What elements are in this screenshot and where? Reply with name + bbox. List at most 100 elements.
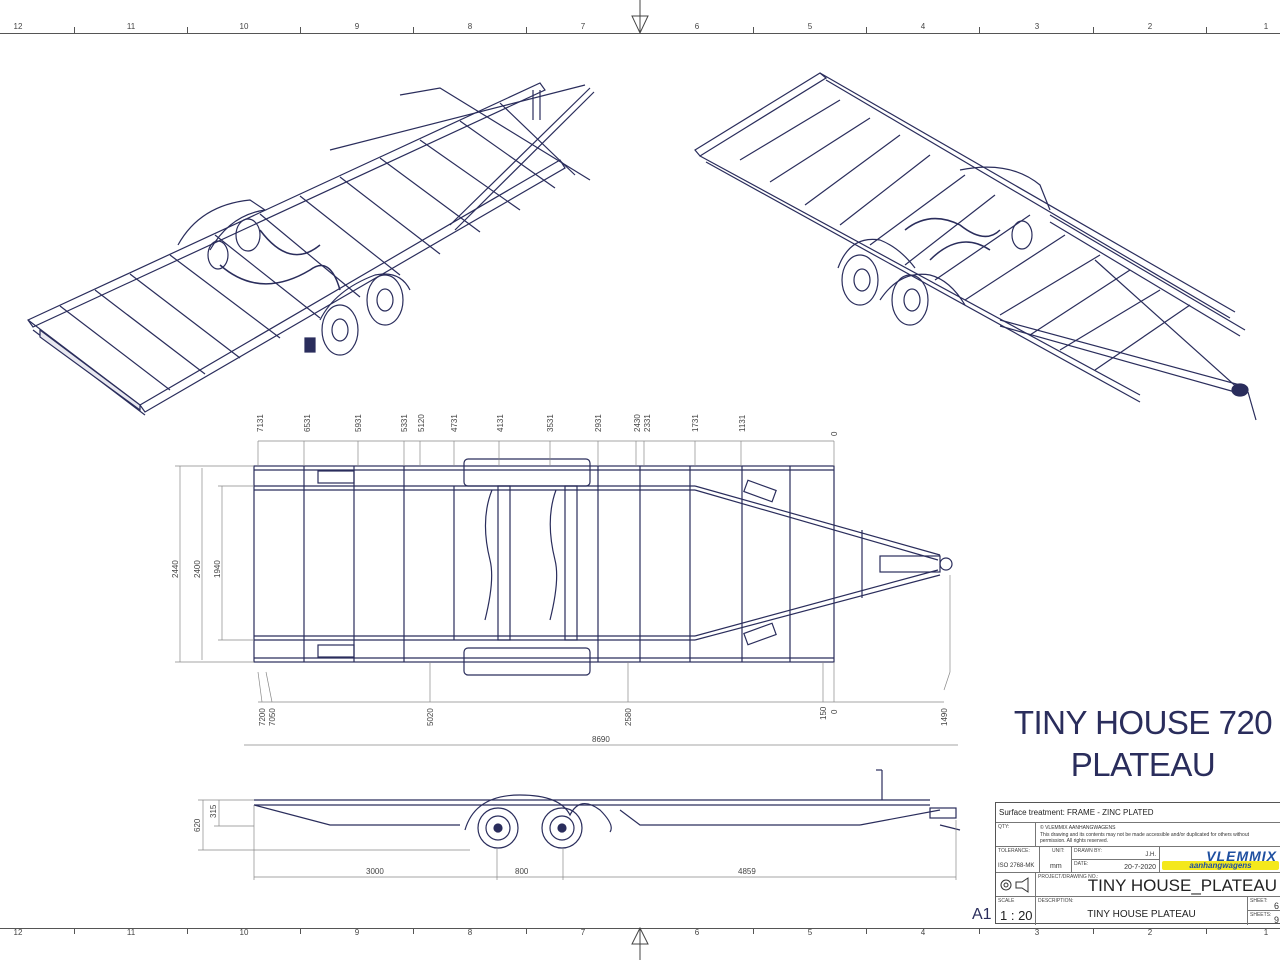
svg-text:1490: 1490: [940, 708, 949, 726]
ruler-zone-9: 9: [354, 928, 360, 937]
drawn-by-label: DRAWN BY:: [1074, 848, 1102, 854]
ruler-tick: [979, 27, 980, 33]
isometric-view-front-right: [694, 72, 1257, 421]
sheet-size-label: A1: [972, 906, 992, 923]
ruler-tick: [753, 27, 754, 33]
svg-text:0: 0: [830, 431, 839, 436]
svg-text:150: 150: [819, 706, 828, 720]
company-name: VLEMMIX: [1206, 848, 1277, 864]
svg-text:1731: 1731: [691, 414, 700, 432]
svg-text:800: 800: [515, 867, 529, 876]
sheet-number-value: 6: [1273, 901, 1279, 911]
scale-cell: SCALE 1 : 20: [996, 897, 1036, 925]
ruler-tick: [979, 928, 980, 934]
ruler-tick: [526, 928, 527, 934]
svg-text:7131: 7131: [256, 414, 265, 432]
center-mark-bottom-icon: [631, 926, 649, 960]
ruler-zone-2: 2: [1147, 22, 1153, 31]
scale-label: SCALE: [998, 898, 1015, 904]
ruler-tick: [300, 27, 301, 33]
sheet-cell: SHEET: 6: [1248, 897, 1280, 911]
ruler-tick: [74, 928, 75, 934]
ruler-zone-11: 11: [126, 928, 136, 937]
ruler-zone-5: 5: [807, 22, 813, 31]
ruler-zone-4: 4: [920, 928, 926, 937]
ruler-zone-1: 1: [1263, 928, 1269, 937]
svg-text:5931: 5931: [354, 414, 363, 432]
svg-text:5331: 5331: [400, 414, 409, 432]
svg-text:7050: 7050: [268, 708, 277, 726]
ruler-zone-1: 1: [1263, 22, 1269, 31]
svg-text:7200: 7200: [258, 708, 267, 726]
side-view-dimensions: [198, 799, 957, 880]
svg-text:2400: 2400: [193, 560, 202, 578]
date-label: DATE:: [1074, 861, 1089, 867]
qty-label: QTY:: [998, 824, 1010, 830]
svg-text:1131: 1131: [738, 414, 747, 432]
top-view-dimensions: [175, 440, 958, 746]
sheets-total-value: 9: [1273, 915, 1279, 925]
unit-value: mm: [1050, 863, 1062, 870]
top-view-dimension-labels: 7131 6531 5931 5331 5120 4731 4131 3531 …: [171, 414, 949, 744]
description-label: DESCRIPTION:: [1038, 898, 1074, 904]
svg-text:5120: 5120: [417, 414, 426, 432]
ruler-zone-8: 8: [467, 928, 473, 937]
ruler-tick: [413, 928, 414, 934]
sheets-total-label: SHEETS:: [1250, 912, 1272, 918]
svg-text:4859: 4859: [738, 867, 756, 876]
description-value: TINY HOUSE PLATEAU: [1087, 909, 1196, 920]
ruler-tick: [866, 928, 867, 934]
svg-text:0: 0: [830, 709, 839, 714]
copyright-line-3: permission. All rights reserved.: [1040, 838, 1109, 844]
ruler-zone-9: 9: [354, 22, 360, 31]
sheet-number-label: SHEET:: [1250, 898, 1268, 904]
drawn-by-value: J.H.: [1145, 852, 1156, 858]
description-cell: DESCRIPTION: TINY HOUSE PLATEAU: [1036, 897, 1248, 925]
isometric-view-rear-left: [27, 82, 595, 416]
ruler-tick: [187, 27, 188, 33]
project-cell: PROJECT/DRAWING NO.: TINY HOUSE_PLATEAU: [1036, 873, 1280, 897]
sheets-cell: SHEETS: 9: [1248, 911, 1280, 925]
side-view: [253, 769, 961, 849]
ruler-tick: [1206, 27, 1207, 33]
side-view-dimension-labels: 620 315 3000 800 4859: [193, 804, 756, 876]
top-view: [253, 458, 953, 676]
ruler-zone-6: 6: [694, 22, 700, 31]
ruler-zone-3: 3: [1034, 928, 1040, 937]
scale-value: 1 : 20: [1000, 908, 1033, 923]
company-logo: VLEMMIX aanhangwagens: [1160, 847, 1280, 873]
ruler-zone-5: 5: [807, 928, 813, 937]
ruler-zone-11: 11: [126, 22, 136, 31]
ruler-zone-8: 8: [467, 22, 473, 31]
svg-text:2430: 2430: [633, 414, 642, 432]
svg-text:1940: 1940: [213, 560, 222, 578]
ruler-zone-2: 2: [1147, 928, 1153, 937]
ruler-tick: [866, 27, 867, 33]
ruler-zone-7: 7: [580, 22, 586, 31]
copyright-line-1: © VLEMMIX AANHANGWAGENS: [1040, 825, 1116, 831]
svg-text:3531: 3531: [546, 414, 555, 432]
ruler-tick: [187, 928, 188, 934]
svg-text:2440: 2440: [171, 560, 180, 578]
drawn-by-cell: DRAWN BY: J.H.: [1072, 847, 1160, 860]
ruler-tick: [753, 928, 754, 934]
ruler-zone-10: 10: [239, 22, 249, 31]
third-angle-projection-icon: [1000, 877, 1029, 893]
unit-label: UNIT:: [1052, 848, 1065, 854]
title-block: Surface treatment: FRAME - ZINC PLATED Q…: [995, 802, 1280, 925]
svg-text:8690: 8690: [592, 735, 610, 744]
unit-cell: UNIT: mm: [1040, 847, 1072, 873]
svg-text:4131: 4131: [496, 414, 505, 432]
drawing-title-line-1: TINY HOUSE 720: [1013, 704, 1273, 741]
ruler-tick: [1093, 928, 1094, 934]
svg-text:2331: 2331: [643, 414, 652, 432]
projection-symbol-cell: [996, 873, 1036, 897]
ruler-zone-4: 4: [920, 22, 926, 31]
drawing-title-line-2: PLATEAU: [1070, 746, 1216, 783]
ruler-zone-12: 12: [13, 22, 23, 31]
svg-text:5020: 5020: [426, 708, 435, 726]
svg-text:6531: 6531: [303, 414, 312, 432]
surface-treatment-row: Surface treatment: FRAME - ZINC PLATED: [996, 803, 1280, 823]
company-subtitle: aanhangwagens: [1162, 861, 1279, 870]
